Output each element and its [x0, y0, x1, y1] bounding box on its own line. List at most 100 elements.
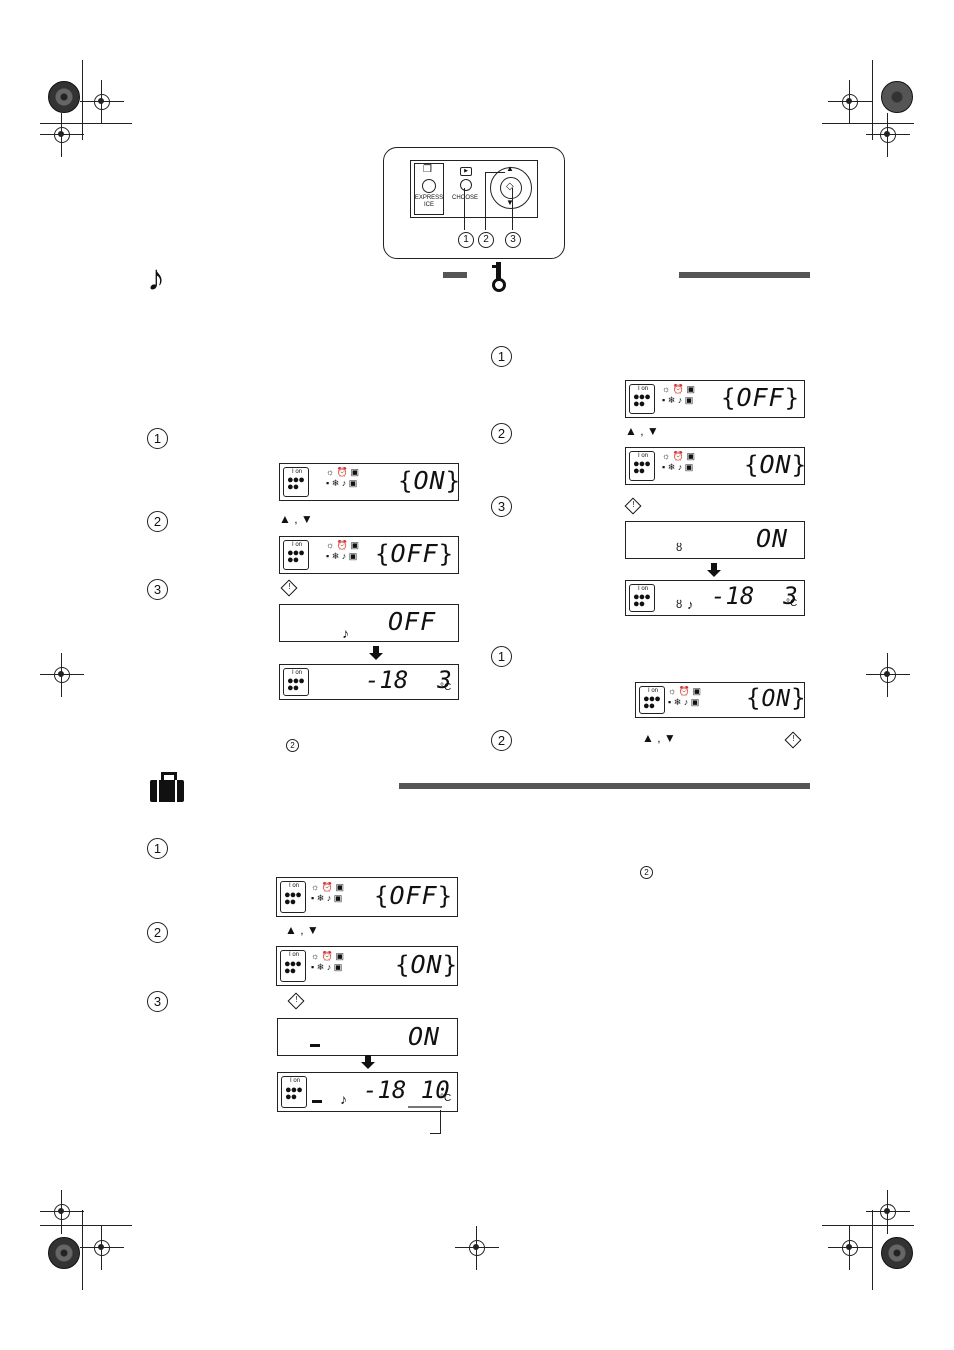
- up-down-arrows: ▲ , ▼: [285, 923, 319, 937]
- crosshair-bottom-left-2: [80, 1226, 124, 1270]
- crosshair-bottom-right-2: [866, 1190, 910, 1234]
- temperature-value: -18 10: [363, 1076, 450, 1104]
- express-ice-button-box: [414, 163, 444, 215]
- express-ice-icon: ❒: [423, 164, 432, 175]
- callout-line: [440, 1110, 441, 1133]
- step-3: 3: [491, 496, 512, 517]
- section-rule-suitcase: [399, 783, 810, 789]
- music-note-icon: ♪: [340, 1091, 347, 1107]
- step-2: 2: [147, 922, 168, 943]
- temperature-unit: °C: [440, 1093, 452, 1104]
- lcd-value: {OFF}: [721, 383, 801, 412]
- crosshair-mid-right: [866, 653, 910, 697]
- callout-2: 2: [478, 232, 494, 248]
- set-icon: !: [280, 579, 298, 597]
- temperature-unit: °C: [440, 682, 452, 693]
- callout-line: [512, 188, 513, 230]
- fridge-icon: I on●●●●●: [283, 467, 309, 497]
- crosshair-top-left-2: [40, 113, 84, 157]
- lcd-display: I on●●●●● ☼ ⏰ ▣▪ ❄ ♪ ▣ {OFF}: [625, 380, 805, 418]
- mode-icons: ☼ ⏰ ▣▪ ❄ ♪ ▣: [311, 882, 344, 903]
- lcd-display: ȣ ON: [625, 521, 805, 559]
- fridge-icon: I on●●●●●: [283, 540, 309, 570]
- callout-line: [485, 172, 505, 173]
- trim-line: [872, 1210, 873, 1290]
- set-icon: ◇: [506, 181, 514, 192]
- lcd-value: {OFF}: [374, 881, 454, 910]
- choose-icon: ▶: [460, 167, 472, 176]
- crosshair-bottom-center: [455, 1226, 499, 1270]
- panel-inner: [410, 160, 538, 218]
- temperature-value: -18 3: [365, 666, 452, 694]
- lcd-value: ON: [756, 524, 789, 553]
- callout-line: [464, 188, 465, 230]
- lcd-display: I on●●●●● ☼ ⏰ ▣▪ ❄ ♪ ▣ {OFF}: [276, 877, 458, 917]
- trim-line: [40, 123, 132, 124]
- section-rule-right: [679, 272, 810, 278]
- lcd-value: {OFF}: [375, 539, 455, 568]
- trim-line: [82, 60, 83, 140]
- fridge-icon: I on●●●●●: [629, 584, 655, 612]
- key-icon: [492, 262, 510, 294]
- choose-label: CHOOSE: [452, 195, 479, 201]
- step-2: 2: [491, 423, 512, 444]
- fridge-icon: I on●●●●●: [639, 686, 665, 714]
- lcd-value: {ON}: [744, 450, 808, 479]
- step-1: 1: [147, 838, 168, 859]
- crosshair-bottom-right-1: [828, 1226, 872, 1270]
- lcd-display: ▬ ON: [277, 1018, 458, 1056]
- mode-icons: ☼ ⏰ ▣▪ ❄ ♪ ▣: [311, 951, 344, 972]
- lcd-display: I on●●●●● ȣ ♪ -18 3 °C: [625, 580, 805, 616]
- lcd-display: I on●●●●● ☼ ⏰ ▣▪ ❄ ♪ ▣ {ON}: [279, 463, 462, 501]
- trim-line: [822, 1225, 914, 1226]
- mode-icons: ☼ ⏰ ▣▪ ❄ ♪ ▣: [326, 540, 359, 561]
- lcd-display: I on●●●●● -18 3 °C: [279, 664, 459, 700]
- temperature-value: -18 3: [711, 582, 798, 610]
- mode-icons: ☼ ⏰ ▣▪ ❄ ♪ ▣: [668, 686, 701, 707]
- step-2: 2: [147, 511, 168, 532]
- lcd-display: I on●●●●● ☼ ⏰ ▣▪ ❄ ♪ ▣ {OFF}: [279, 536, 459, 574]
- crosshair-mid-left: [40, 653, 84, 697]
- set-dial-inner: [500, 177, 522, 199]
- control-panel-illustration: ❒ EXPRESS ICE ▶ CHOOSE ◇ ▲ ▼ 1 2 3: [383, 147, 565, 259]
- lcd-value: ON: [408, 1022, 441, 1051]
- lcd-value: {ON}: [746, 684, 807, 712]
- callout-line: [430, 1133, 441, 1134]
- suitcase-icon: [150, 772, 184, 802]
- step-2: 2: [491, 730, 512, 751]
- callout-3: 3: [505, 232, 521, 248]
- set-icon: !: [784, 731, 802, 749]
- mode-icons: ☼ ⏰ ▣▪ ❄ ♪ ▣: [326, 467, 359, 488]
- suitcase-icon: ▬: [310, 1039, 320, 1050]
- key-icon: ȣ: [676, 542, 683, 554]
- trim-line: [822, 123, 914, 124]
- express-ice-button[interactable]: [422, 179, 436, 193]
- step-1: 1: [491, 346, 512, 367]
- lcd-display: ♪ OFF: [279, 604, 459, 642]
- music-note-icon: ♪: [147, 257, 165, 298]
- fridge-icon: I on●●●●●: [281, 1076, 307, 1108]
- mode-icons: ☼ ⏰ ▣▪ ❄ ♪ ▣: [662, 384, 695, 405]
- fridge-icon: I on●●●●●: [280, 950, 306, 982]
- set-icon: !: [287, 992, 305, 1010]
- set-dial[interactable]: [490, 167, 532, 209]
- registration-rosette-top-right: [881, 81, 913, 113]
- choose-button[interactable]: [460, 179, 472, 191]
- lcd-value: {ON}: [398, 466, 462, 495]
- set-icon: !: [624, 497, 642, 515]
- temperature-underline: [408, 1106, 442, 1108]
- trim-line: [872, 60, 873, 140]
- step-1: 1: [491, 646, 512, 667]
- callout-1: 1: [458, 232, 474, 248]
- mode-icons: ☼ ⏰ ▣▪ ❄ ♪ ▣: [662, 451, 695, 472]
- up-arrow-icon: ▲: [506, 164, 514, 173]
- crosshair-bottom-left-1: [40, 1190, 84, 1234]
- lcd-value: {ON}: [395, 950, 459, 979]
- fridge-icon: I on●●●●●: [629, 384, 655, 414]
- registration-rosette-bottom-left: [48, 1237, 80, 1269]
- up-down-arrows: ▲ , ▼: [642, 731, 676, 745]
- suitcase-icon: ▬: [312, 1095, 322, 1106]
- lcd-value: OFF: [388, 607, 437, 636]
- express-ice-label: EXPRESS ICE: [414, 195, 444, 208]
- inline-step-ref: 2: [286, 739, 299, 752]
